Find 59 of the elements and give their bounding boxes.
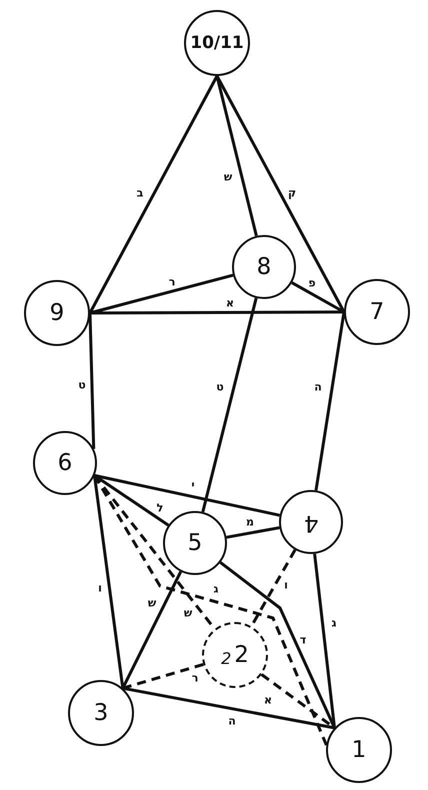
node-circle bbox=[279, 490, 343, 554]
edge-line bbox=[93, 475, 124, 688]
edge-label: ו bbox=[284, 580, 288, 590]
edge-label: ו bbox=[98, 582, 102, 594]
node-circle bbox=[163, 511, 227, 575]
edge-label: ה bbox=[228, 716, 236, 726]
edge-label: ש bbox=[224, 172, 232, 182]
edge-line bbox=[313, 554, 336, 728]
edge-label: ל bbox=[156, 502, 164, 514]
edge-label: ג bbox=[214, 584, 218, 594]
edge-label: ה bbox=[314, 382, 322, 392]
node-number: 5 bbox=[188, 532, 202, 554]
edge-label: ד bbox=[300, 634, 306, 646]
edge-label: א bbox=[226, 298, 234, 308]
node-circle bbox=[184, 10, 250, 76]
edge-line bbox=[201, 298, 258, 512]
node-number: 10/11 bbox=[190, 34, 244, 52]
edge-line bbox=[90, 274, 234, 314]
edge-line bbox=[216, 76, 258, 236]
edge-line bbox=[226, 526, 280, 539]
node-circle bbox=[326, 717, 392, 783]
node-number: 1 bbox=[352, 738, 366, 762]
edge-line bbox=[94, 474, 170, 526]
node-number: 3 bbox=[94, 702, 108, 724]
edge-label: י bbox=[191, 480, 195, 490]
edge-label: ר bbox=[192, 672, 198, 684]
edge-label: ק bbox=[288, 188, 296, 198]
edge-line bbox=[314, 312, 346, 491]
edge-label: פ bbox=[308, 278, 316, 288]
node-circle bbox=[344, 279, 410, 345]
edge-line bbox=[88, 75, 218, 314]
edge-line bbox=[121, 571, 182, 689]
node-number: 7 bbox=[370, 300, 384, 324]
node-circle bbox=[24, 280, 90, 346]
node-circle bbox=[33, 431, 97, 495]
node-number: 2 bbox=[221, 651, 232, 667]
dashed-edge-line bbox=[122, 662, 204, 690]
edge-label: א bbox=[264, 694, 272, 706]
node-number: 4 bbox=[304, 510, 318, 534]
edge-line bbox=[216, 75, 346, 313]
edge-label: ר bbox=[168, 276, 176, 288]
edge-label: ג bbox=[332, 618, 336, 628]
edge-line bbox=[122, 686, 335, 730]
node-circle bbox=[232, 235, 296, 299]
edge-line bbox=[94, 474, 280, 517]
edge-label: ט bbox=[78, 380, 86, 390]
node-number: 8 bbox=[256, 256, 272, 278]
edge-label: ש bbox=[184, 608, 192, 618]
edge-label: ש bbox=[148, 598, 156, 608]
edge-line bbox=[90, 310, 344, 314]
node-number: 2 bbox=[234, 644, 249, 666]
edge-label: ב bbox=[136, 188, 144, 198]
dashed-node-circle bbox=[202, 622, 268, 688]
edge-line bbox=[88, 312, 96, 449]
node-number: 9 bbox=[50, 302, 64, 324]
edge-label: מ bbox=[246, 516, 254, 528]
node-circle bbox=[68, 680, 134, 746]
edge-label: ט bbox=[216, 382, 224, 392]
node-number: 6 bbox=[58, 452, 72, 474]
